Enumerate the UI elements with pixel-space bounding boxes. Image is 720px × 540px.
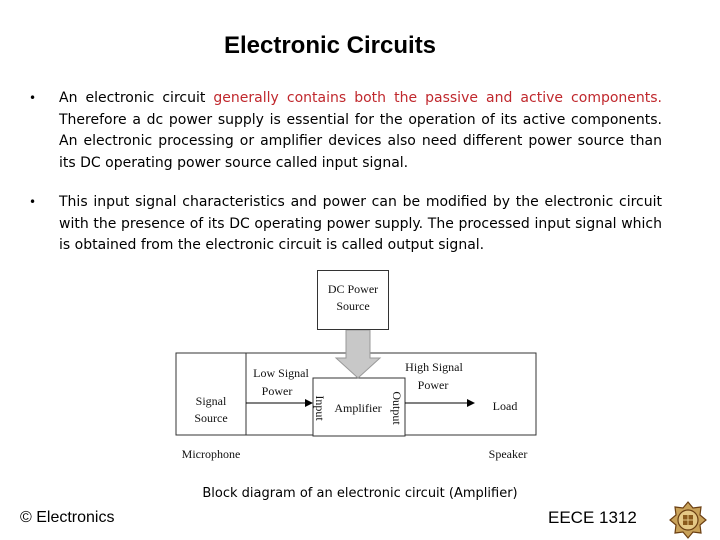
bullet-2-text: This input signal characteristics and po… bbox=[59, 194, 662, 253]
bullet-1-highlight: generally contains both the passive and … bbox=[213, 90, 662, 106]
slide-title: Electronic Circuits bbox=[223, 32, 437, 59]
speaker-label: Speaker bbox=[488, 447, 528, 461]
signal-source-label-1: Signal bbox=[195, 394, 227, 408]
dc-power-label-1: DC Power bbox=[327, 282, 379, 296]
bullet-marker: • bbox=[29, 91, 37, 105]
diagram-lines bbox=[175, 329, 537, 437]
dc-power-label-2: Source bbox=[336, 299, 370, 313]
microphone-label: Microphone bbox=[181, 447, 241, 461]
low-signal-arrow-head bbox=[305, 399, 313, 407]
bullet-1-text-end: Therefore a dc power supply is essential… bbox=[59, 111, 662, 171]
output-label: Output bbox=[390, 391, 404, 425]
bullet-1-text-start: An electronic circuit bbox=[59, 90, 214, 106]
bullet-item-1: • An electronic circuit generally contai… bbox=[28, 88, 662, 174]
footer-course-code: EECE 1312 bbox=[548, 508, 637, 527]
dc-power-source-box bbox=[317, 270, 389, 330]
amplifier-label: Amplifier bbox=[334, 401, 382, 415]
high-signal-label-2: Power bbox=[417, 378, 449, 392]
dc-power-arrow bbox=[334, 329, 382, 379]
input-label: Input bbox=[313, 395, 327, 421]
high-signal-label-1: High Signal bbox=[405, 360, 463, 374]
bullet-item-2: • This input signal characteristics and … bbox=[28, 192, 662, 257]
low-signal-label-2: Power bbox=[261, 384, 293, 398]
bullet-list: • An electronic circuit generally contai… bbox=[28, 88, 662, 275]
footer-copyright: © Electronics bbox=[20, 509, 115, 526]
amplifier-box bbox=[312, 377, 406, 437]
bullet-marker: • bbox=[29, 195, 37, 209]
low-signal-label-1: Low Signal bbox=[253, 366, 309, 380]
diagram-caption: Block diagram of an electronic circuit (… bbox=[202, 486, 518, 501]
load-label: Load bbox=[492, 399, 518, 413]
signal-source-label-2: Source bbox=[194, 411, 228, 425]
university-crest-icon bbox=[669, 501, 707, 539]
high-signal-arrow-head bbox=[467, 399, 475, 407]
amplifier-block-diagram: DC Power Source Low Signal Power High Si… bbox=[170, 268, 550, 468]
